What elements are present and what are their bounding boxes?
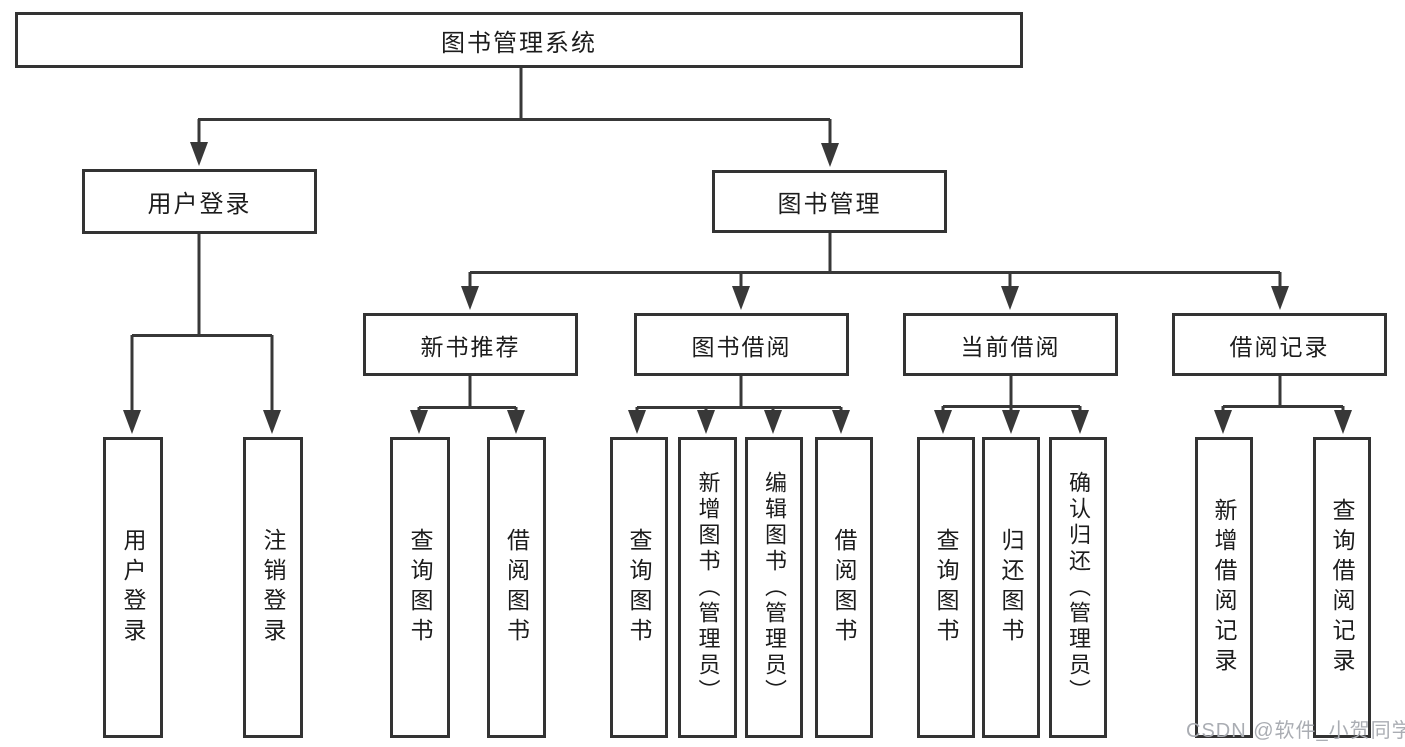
leaf-borrow-books-borrowing: 借阅图书 [815, 437, 873, 738]
node-new-book-recommendation: 新书推荐 [363, 313, 578, 376]
node-label: 图书管理系统 [441, 29, 597, 57]
arrowheads [123, 142, 1352, 434]
leaf-label: 用户登录 [120, 527, 146, 648]
leaf-label: 新增借阅记录 [1211, 497, 1237, 678]
node-book-management: 图书管理 [712, 170, 947, 233]
node-label: 当前借阅 [960, 333, 1061, 360]
leaf-query-books-current: 查询图书 [917, 437, 975, 738]
node-user-login: 用户登录 [82, 169, 317, 234]
leaf-label: 查询图书 [933, 527, 959, 648]
tree-lines [132, 67, 1343, 409]
node-label: 借阅记录 [1229, 333, 1330, 360]
leaf-logout-login: 注销登录 [243, 437, 303, 738]
leaf-label: 注销登录 [260, 527, 286, 648]
node-book-borrowing: 图书借阅 [634, 313, 849, 376]
leaf-add-borrow-record: 新增借阅记录 [1195, 437, 1253, 738]
leaf-confirm-return-admin: 确认归还（管理员） [1049, 437, 1107, 738]
leaf-user-login: 用户登录 [103, 437, 163, 738]
leaf-query-books-recommend: 查询图书 [390, 437, 450, 738]
leaf-label: 确认归还（管理员） [1066, 470, 1091, 705]
leaf-label: 查询图书 [626, 527, 652, 648]
leaf-label: 查询图书 [407, 527, 433, 648]
node-label: 用户登录 [147, 191, 252, 218]
leaf-label: 借阅图书 [831, 527, 857, 648]
leaf-add-book-admin: 新增图书（管理员） [678, 437, 737, 738]
node-label: 新书推荐 [420, 333, 521, 360]
node-borrowing-records: 借阅记录 [1172, 313, 1387, 376]
node-current-borrowing: 当前借阅 [903, 313, 1118, 376]
node-label: 图书借阅 [691, 333, 792, 360]
leaf-edit-book-admin: 编辑图书（管理员） [745, 437, 803, 738]
leaf-label: 编辑图书（管理员） [762, 470, 787, 705]
leaf-borrow-books-recommend: 借阅图书 [487, 437, 546, 738]
node-label: 图书管理 [777, 191, 882, 218]
csdn-watermark: CSDN @软件_小贺同学 [1186, 720, 1405, 742]
leaf-label: 新增图书（管理员） [695, 470, 721, 705]
leaf-label: 借阅图书 [503, 527, 530, 648]
leaf-label: 查询借阅记录 [1329, 497, 1355, 678]
leaf-label: 归还图书 [998, 527, 1024, 648]
leaf-query-borrow-record: 查询借阅记录 [1313, 437, 1371, 738]
node-root-library-management-system: 图书管理系统 [15, 12, 1023, 68]
leaf-return-books: 归还图书 [982, 437, 1040, 738]
leaf-query-books-borrowing: 查询图书 [610, 437, 668, 738]
